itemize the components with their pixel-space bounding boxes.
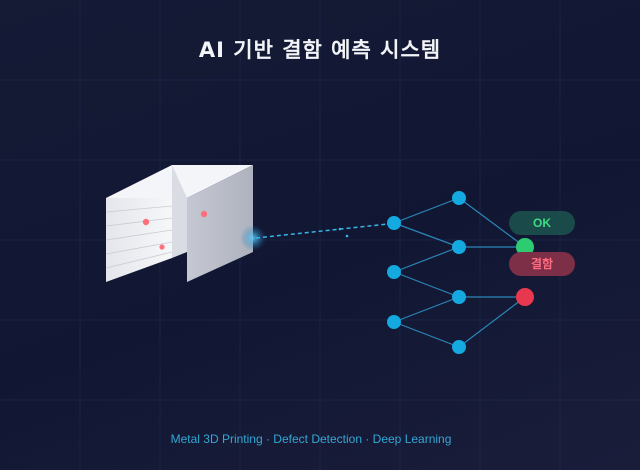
defect-spot	[159, 244, 165, 250]
hidden-node	[452, 240, 466, 254]
scan-particle	[345, 234, 349, 238]
hidden-node	[452, 191, 466, 205]
hidden-node	[452, 340, 466, 354]
part-side-face	[187, 165, 253, 282]
scan-particle	[338, 227, 342, 231]
output-node-defect	[516, 288, 534, 306]
page-subtitle: Metal 3D Printing · Defect Detection · D…	[170, 432, 452, 446]
page-title: AI 기반 결함 예측 시스템	[198, 38, 442, 62]
part-front-face	[106, 198, 172, 282]
output-node-ok	[516, 238, 534, 256]
neural-network-edges	[393, 197, 526, 348]
defect-output-badge: 결함	[509, 252, 575, 276]
hidden-node	[452, 290, 466, 304]
input-node	[387, 216, 401, 230]
metal-3d-printed-part-icon	[105, 165, 253, 282]
defect-spot	[142, 218, 150, 226]
scan-glow	[240, 225, 266, 251]
scan-beam	[255, 223, 389, 239]
laser-scan-icon	[240, 223, 389, 251]
input-node	[387, 315, 401, 329]
part-inner-face	[172, 165, 187, 258]
ok-output-badge: OK	[509, 211, 575, 235]
input-node	[387, 265, 401, 279]
defect-spot	[200, 210, 208, 218]
neural-network-nodes	[387, 191, 534, 354]
